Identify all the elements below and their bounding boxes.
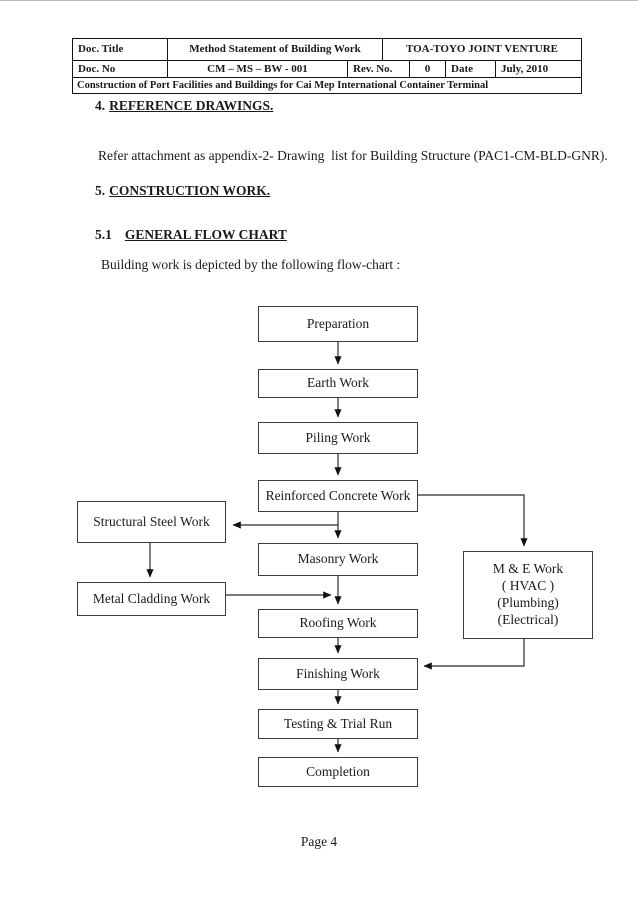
header-row-title: Doc. Title Method Statement of Building … <box>73 39 581 61</box>
section-4-title: REFERENCE DRAWINGS. <box>109 98 274 113</box>
flow-node-roofing-work: Roofing Work <box>258 609 418 638</box>
section-4-paragraph: Refer attachment as appendix-2- Drawing … <box>98 148 608 163</box>
doc-title-value: Method Statement of Building Work <box>168 39 383 60</box>
section-5-1-title: GENERAL FLOW CHART <box>124 227 287 242</box>
flow-node-label: Piling Work <box>305 429 371 445</box>
flow-node-finishing-work: Finishing Work <box>258 658 418 690</box>
header-row-project: Construction of Port Facilities and Buil… <box>73 78 581 93</box>
flow-node-label: Preparation <box>306 315 370 331</box>
flow-node-label: Testing & Trial Run <box>283 715 393 731</box>
flow-node-testing-trial-run: Testing & Trial Run <box>258 709 418 739</box>
flow-node-reinforced-concrete-work: Reinforced Concrete Work <box>258 480 418 512</box>
document-header-table: Doc. Title Method Statement of Building … <box>72 38 582 94</box>
flow-node-label: Masonry Work <box>297 551 379 567</box>
doc-no-value: CM – MS – BW - 001 <box>168 61 348 77</box>
section-5-1-heading: 5.1 GENERAL FLOW CHART <box>95 227 287 243</box>
project-name: Construction of Port Facilities and Buil… <box>77 79 489 91</box>
date-value: July, 2010 <box>501 62 549 75</box>
flow-node-label: Structural Steel Work <box>93 513 210 529</box>
arrow-mework-finishing <box>423 639 525 670</box>
company-name: TOA-TOYO JOINT VENTURE <box>405 43 558 56</box>
flow-chart-intro: Building work is depicted by the followi… <box>101 257 401 272</box>
rev-no-label: Rev. No. <box>348 61 410 77</box>
flow-node-label: M & E Work ( HVAC ) (Plumbing) (Electric… <box>492 561 564 627</box>
rev-no-value: 0 <box>410 61 446 77</box>
arrow-concrete-mework <box>418 494 528 547</box>
flow-node-completion: Completion <box>258 757 418 787</box>
header-row-docno: Doc. No CM – MS – BW - 001 Rev. No. 0 Da… <box>73 61 581 78</box>
flow-node-piling-work: Piling Work <box>258 422 418 454</box>
date-label: Date <box>446 61 496 77</box>
flow-node-label: Earth Work <box>306 375 370 391</box>
flow-node-label: Reinforced Concrete Work <box>265 487 411 503</box>
page-number: Page 4 <box>300 834 338 849</box>
flow-node-m-and-e-work: M & E Work ( HVAC ) (Plumbing) (Electric… <box>463 551 593 639</box>
section-5-title: CONSTRUCTION WORK. <box>109 183 271 198</box>
doc-title-label: Doc. Title <box>73 39 168 60</box>
flow-node-masonry-work: Masonry Work <box>258 543 418 576</box>
doc-no-label: Doc. No <box>73 61 168 77</box>
section-5-number: 5. <box>95 183 106 198</box>
section-5-heading: 5.CONSTRUCTION WORK. <box>95 183 270 199</box>
flow-node-label: Completion <box>306 763 370 779</box>
section-5-1-number: 5.1 <box>95 227 112 242</box>
flow-node-label: Metal Cladding Work <box>92 590 211 606</box>
flow-node-structural-steel-work: Structural Steel Work <box>77 501 226 543</box>
flow-node-metal-cladding-work: Metal Cladding Work <box>77 582 226 616</box>
section-4-heading: 4.REFERENCE DRAWINGS. <box>95 98 273 114</box>
flow-node-preparation: Preparation <box>258 306 418 342</box>
flow-node-earth-work: Earth Work <box>258 369 418 398</box>
flow-node-label: Roofing Work <box>299 615 377 631</box>
section-4-number: 4. <box>95 98 106 113</box>
flow-node-label: Finishing Work <box>296 665 380 681</box>
